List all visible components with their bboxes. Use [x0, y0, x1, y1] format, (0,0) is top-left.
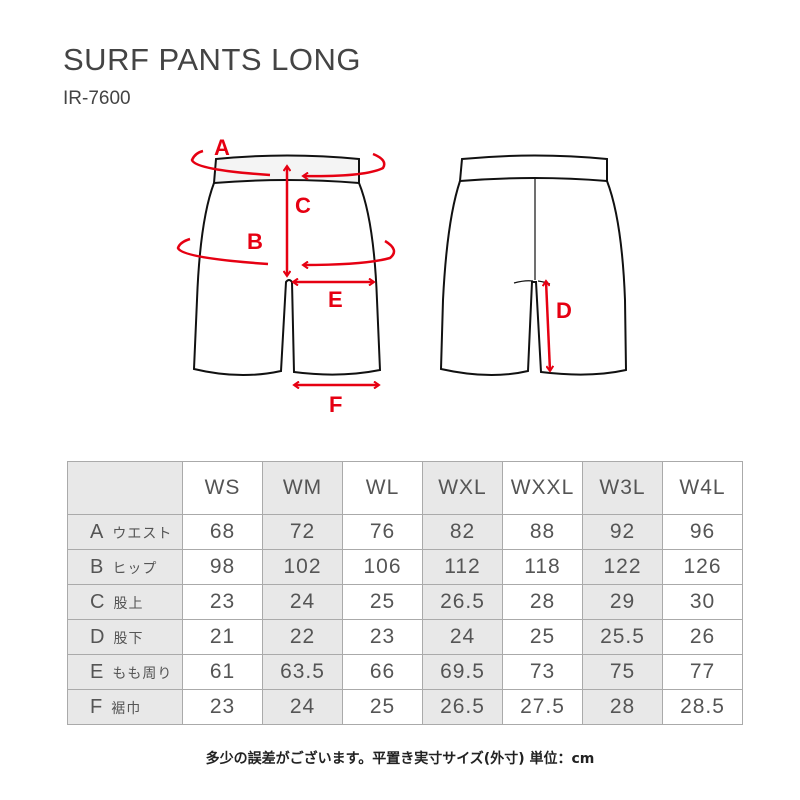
back-shorts-outline	[439, 154, 628, 376]
row-name: 股下	[113, 629, 144, 646]
table-header-row: WS WM WL WXL WXXL W3L W4L	[67, 461, 743, 515]
size-header: WL	[342, 461, 423, 515]
table-cell: 106	[342, 549, 423, 585]
row-label: E もも周り	[67, 654, 183, 690]
row-label: D 股下	[67, 619, 183, 655]
table-cell: 25	[502, 619, 583, 655]
label-a: A	[214, 135, 230, 160]
table-cell: 82	[422, 514, 503, 550]
table-cell: 22	[262, 619, 343, 655]
label-b: B	[247, 229, 263, 254]
table-cell: 126	[662, 549, 743, 585]
size-header: WXL	[422, 461, 503, 515]
table-cell: 24	[262, 689, 343, 725]
size-diagram: A B C D E F	[176, 135, 628, 417]
table-cell: 26	[662, 619, 743, 655]
corner-cell	[67, 461, 183, 515]
table-cell: 27.5	[502, 689, 583, 725]
table-cell: 26.5	[422, 584, 503, 620]
table-cell: 61	[182, 654, 263, 690]
row-letter: F	[90, 695, 104, 718]
product-title: SURF PANTS LONG	[63, 42, 362, 77]
size-header: WS	[182, 461, 263, 515]
row-name: 裾巾	[111, 699, 142, 716]
row-label: A ウエスト	[67, 514, 183, 550]
row-letter: D	[90, 625, 106, 648]
row-name: 股上	[113, 594, 144, 611]
table-cell: 102	[262, 549, 343, 585]
row-letter: A	[90, 520, 105, 543]
table-cell: 88	[502, 514, 583, 550]
label-d: D	[556, 298, 572, 323]
table-cell: 76	[342, 514, 423, 550]
table-cell: 69.5	[422, 654, 503, 690]
table-cell: 24	[262, 584, 343, 620]
row-name: ヒップ	[112, 559, 158, 576]
row-label: F 裾巾	[67, 689, 183, 725]
row-name: ウエスト	[112, 524, 173, 541]
label-c: C	[295, 193, 311, 218]
table-cell: 25.5	[582, 619, 663, 655]
table-cell: 28	[582, 689, 663, 725]
table-cell: 25	[342, 689, 423, 725]
size-header: WM	[262, 461, 343, 515]
table-cell: 112	[422, 549, 503, 585]
table-cell: 30	[662, 584, 743, 620]
label-f: F	[329, 392, 342, 417]
row-label: B ヒップ	[67, 549, 183, 585]
row-letter: C	[90, 590, 106, 613]
table-cell: 28.5	[662, 689, 743, 725]
table-cell: 98	[182, 549, 263, 585]
row-name: もも周り	[112, 664, 173, 681]
table-cell: 72	[262, 514, 343, 550]
table-cell: 96	[662, 514, 743, 550]
table-cell: 63.5	[262, 654, 343, 690]
table-cell: 122	[582, 549, 663, 585]
table-cell: 75	[582, 654, 663, 690]
table-cell: 25	[342, 584, 423, 620]
table-cell: 23	[182, 584, 263, 620]
size-header: W3L	[582, 461, 663, 515]
measurement-arrows	[176, 149, 550, 385]
table-cell: 66	[342, 654, 423, 690]
label-e: E	[328, 287, 343, 312]
table-cell: 26.5	[422, 689, 503, 725]
table-cell: 23	[182, 689, 263, 725]
table-cell: 21	[182, 619, 263, 655]
row-label: C 股上	[67, 584, 183, 620]
footnote: 多少の誤差がございます。平置き実寸サイズ(外寸) 単位：cm	[205, 751, 595, 767]
table-cell: 73	[502, 654, 583, 690]
table-cell: 118	[502, 549, 583, 585]
row-letter: B	[90, 555, 105, 578]
row-letter: E	[90, 660, 105, 683]
table-cell: 68	[182, 514, 263, 550]
size-header: WXXL	[502, 461, 583, 515]
table-cell: 28	[502, 584, 583, 620]
table-cell: 92	[582, 514, 663, 550]
table-cell: 24	[422, 619, 503, 655]
table-cell: 29	[582, 584, 663, 620]
table-cell: 77	[662, 654, 743, 690]
size-header: W4L	[662, 461, 743, 515]
model-number: IR-7600	[63, 88, 131, 109]
table-cell: 23	[342, 619, 423, 655]
